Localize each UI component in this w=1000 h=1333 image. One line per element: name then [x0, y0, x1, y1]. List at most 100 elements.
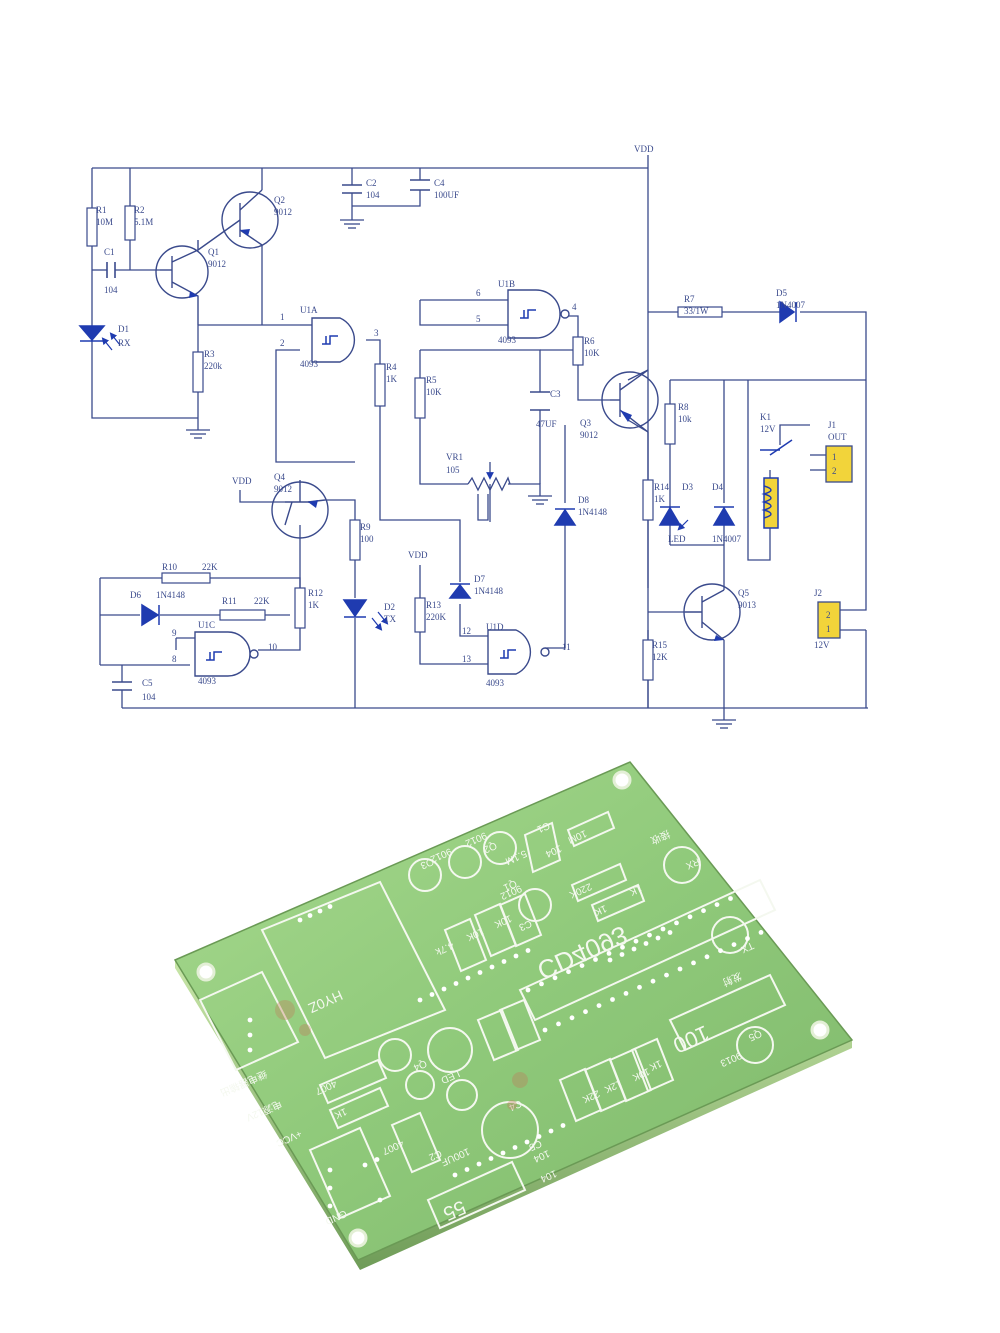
label-u1c-ref: U1C: [198, 620, 215, 630]
label-q5-ref: Q5: [738, 588, 749, 598]
label-c2-ref: C2: [366, 178, 377, 188]
pin-number-9: 10: [268, 642, 278, 652]
label-r1-value: 10M: [96, 217, 113, 227]
label-d2-value: TX: [384, 614, 396, 624]
pin-number-16: 1: [826, 624, 831, 634]
label-r14-value: 1K: [654, 494, 666, 504]
label-r7-ref: R7: [684, 294, 695, 304]
label-k1-ref: K1: [760, 412, 771, 422]
label-d8-ref: D8: [578, 495, 589, 505]
label-j2-ref: J2: [814, 588, 822, 598]
pcb-silk-text: Q5: [746, 1027, 763, 1043]
label-q1-value: 9012: [208, 259, 226, 269]
pcb-silk-text: Q4: [411, 1057, 428, 1073]
pin-number-11: 13: [462, 654, 472, 664]
pin-number-13: 1: [832, 452, 837, 462]
label-r2-ref: R2: [134, 205, 145, 215]
label-r2-value: 5.1M: [134, 217, 153, 227]
label-c4-ref: C4: [434, 178, 445, 188]
label-r7-value: 33/1W: [684, 306, 709, 316]
label-r3-ref: R3: [204, 349, 215, 359]
pcb-silk-text: Q1: [501, 877, 518, 893]
label-r15-value: 12K: [652, 652, 668, 662]
vdd-label-3: VDD: [408, 550, 428, 560]
label-q2-value: 9012: [274, 207, 292, 217]
label-j1-value: OUT: [828, 432, 847, 442]
pin-number-12: 11: [562, 642, 571, 652]
label-r11-ref: R11: [222, 596, 237, 606]
label-vr1-value: 105: [446, 465, 460, 475]
label-q3-ref: Q3: [580, 418, 591, 428]
label-u1c-value: 4093: [198, 676, 217, 686]
label-r6-ref: R6: [584, 336, 595, 346]
pin-number-10: 12: [462, 626, 471, 636]
pcb-silk-text: C2: [427, 1147, 444, 1162]
label-r10-value: 22K: [202, 562, 218, 572]
label-d1-value: RX: [118, 338, 131, 348]
label-r8-value: 10k: [678, 414, 692, 424]
pin-number-8: 9: [172, 628, 177, 638]
label-r8-ref: R8: [678, 402, 689, 412]
label-q4-ref: Q4: [274, 472, 285, 482]
label-q3-value: 9012: [580, 430, 598, 440]
label-d6-value: 1N4148: [156, 590, 185, 600]
label-c1-ref: C1: [104, 247, 115, 257]
pin-number-3: 3: [374, 328, 379, 338]
pin-number-6: 6: [476, 288, 481, 298]
label-u1a-ref: U1A: [300, 305, 318, 315]
pcb-silk-text: C5: [527, 1137, 544, 1152]
pcb-stains: [275, 1000, 528, 1110]
label-k1-value: 12V: [760, 424, 776, 434]
pcb-silk-text: 1K: [332, 1105, 348, 1120]
label-c5-ref: C5: [142, 678, 153, 688]
label-q5-value: 9013: [738, 600, 757, 610]
label-d6-ref: D6: [130, 590, 141, 600]
label-d3-ref: D3: [682, 482, 693, 492]
pcb-silk-text: Q3: [418, 855, 435, 871]
pin-number-14: 2: [832, 466, 837, 476]
label-d5-ref: D5: [776, 288, 787, 298]
label-c3-value: 47UF: [536, 419, 557, 429]
pcb-silk-text: C1: [535, 819, 552, 834]
circuit-schematic: R110MR25.1MC1104Q19012Q29012C2104C4100UF…: [78, 144, 868, 729]
label-j1-ref: J1: [828, 420, 836, 430]
pcb-silk-text: C3: [517, 917, 534, 932]
pin-number-2: 2: [280, 338, 285, 348]
component-labels: R110MR25.1MC1104Q19012Q29012C2104C4100UF…: [96, 178, 847, 702]
label-r9-value: 100: [360, 534, 374, 544]
label-u1b-ref: U1B: [498, 279, 515, 289]
pin-number-15: 2: [826, 610, 831, 620]
label-r11-value: 22K: [254, 596, 270, 606]
label-c5-value: 104: [142, 692, 156, 702]
label-r9-ref: R9: [360, 522, 371, 532]
label-q2-ref: Q2: [274, 195, 285, 205]
pcb-silk-text: Q2: [481, 839, 498, 855]
label-r13-value: 220K: [426, 612, 447, 622]
pcb-silk-text: TX: [739, 939, 755, 954]
pcb-silk-text: 1K: [627, 882, 643, 897]
pin-number-5: 5: [476, 314, 481, 324]
label-d8-value: 1N4148: [578, 507, 607, 517]
silkscreen-outlines: [198, 810, 787, 1230]
label-vr1-ref: VR1: [446, 452, 463, 462]
label-r4-ref: R4: [386, 362, 397, 372]
label-d7-value: 1N4148: [474, 586, 503, 596]
pcb-silk-text: RX: [684, 855, 701, 871]
label-r12-ref: R12: [308, 588, 323, 598]
label-c3-ref: C3: [550, 389, 561, 399]
label-d2-ref: D2: [384, 602, 395, 612]
pin-number-7: 8: [172, 654, 177, 664]
label-d5-value: 1N4007: [776, 300, 805, 310]
pin-number-1: 1: [280, 312, 285, 322]
label-r5-ref: R5: [426, 375, 437, 385]
label-r3-value: 220k: [204, 361, 223, 371]
pcb-pads: [247, 890, 764, 1209]
label-r15-ref: R15: [652, 640, 668, 650]
label-r10-ref: R10: [162, 562, 178, 572]
label-d4-ref: D4: [712, 482, 723, 492]
label-r12-value: 1K: [308, 600, 320, 610]
label-r6-value: 10K: [584, 348, 600, 358]
pin-number-4: 4: [572, 302, 577, 312]
label-d3-value: LED: [668, 534, 686, 544]
